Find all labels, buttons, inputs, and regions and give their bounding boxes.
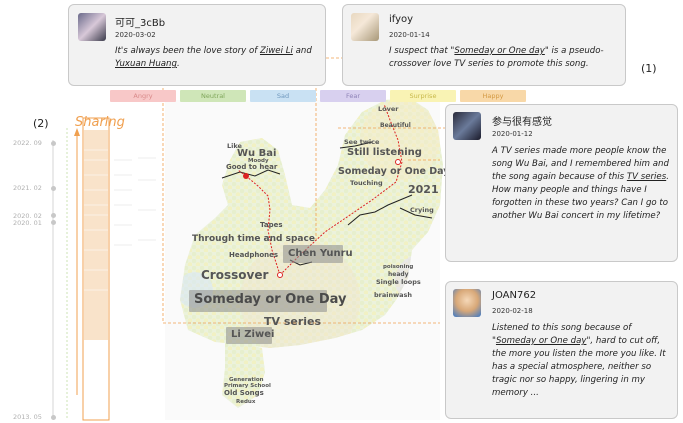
map-word[interactable]: Single loops	[376, 278, 421, 286]
region-boundaries	[221, 141, 433, 266]
map-word[interactable]: Crying	[410, 206, 434, 214]
sharing-column	[82, 117, 110, 421]
word-highlight	[283, 245, 343, 263]
map-word[interactable]: Generation	[229, 377, 264, 383]
map-word[interactable]: Someday or One Day	[338, 166, 450, 177]
map-word[interactable]: Chen Yunru	[288, 248, 353, 259]
map-word[interactable]: Someday or One Day	[194, 292, 347, 307]
legend-item-neutral[interactable]: Neutral	[180, 90, 246, 102]
timeline-label: 2021. 02	[13, 184, 42, 192]
timeline-dot	[51, 220, 56, 225]
map-word[interactable]: brainwash	[374, 291, 412, 299]
comment-card[interactable]: ifyoy 2020-01-14 I suspect that "Someday…	[342, 4, 626, 86]
map-word[interactable]: Headphones	[229, 251, 279, 259]
sharing-bars	[84, 130, 108, 340]
comment-body: I suspect that "Someday or One day" is a…	[389, 46, 604, 69]
comment-date: 2020-02-18	[492, 307, 533, 315]
annotation-marker-2: (2)	[33, 117, 49, 130]
map-word[interactable]: Still listening	[347, 147, 422, 158]
comment-username: ifyoy	[389, 14, 414, 25]
user-avatar	[78, 13, 106, 41]
word-highlight	[189, 290, 327, 312]
map-word[interactable]: Lover	[378, 105, 399, 113]
timeline-dot	[51, 141, 56, 146]
comment-date: 2020-03-02	[115, 31, 156, 39]
sharing-label: Sharing	[75, 115, 125, 130]
timeline-label: 2022. 09	[13, 139, 42, 147]
word-highlight	[226, 327, 272, 344]
legend-item-happy[interactable]: Happy	[460, 90, 526, 102]
timeline-label: 2020. 01	[13, 219, 42, 227]
comment-body: Listened to this song because of "Someda…	[492, 323, 666, 398]
comment-card[interactable]: 参与很有感觉 2020-01-12 A TV series made more …	[445, 104, 678, 262]
legend-item-surprise[interactable]: Surprise	[390, 90, 456, 102]
map-word[interactable]: Beautiful	[380, 122, 411, 129]
map-word[interactable]: Moody	[248, 158, 269, 164]
map-word[interactable]: TV series	[264, 315, 322, 328]
map-word[interactable]: Crossover	[201, 268, 269, 282]
comment-body: A TV series made more people know the so…	[492, 146, 669, 221]
map-word[interactable]: Primary School	[224, 383, 271, 389]
timeline-label: 2013. 05	[13, 413, 42, 421]
sharing-bar-lines	[84, 149, 108, 291]
map-word[interactable]: heady	[388, 271, 409, 278]
user-avatar	[351, 13, 379, 41]
trail-node-dot	[277, 272, 283, 278]
map-word[interactable]: Wu Bai	[237, 148, 277, 159]
comment-date: 2020-01-12	[492, 130, 533, 138]
map-word[interactable]: Through time and space	[192, 234, 315, 244]
comment-username: 可可_3cBb	[115, 18, 166, 29]
comment-body: It's always been the love story of Ziwei…	[115, 46, 312, 69]
map-word[interactable]: 2021	[408, 183, 439, 196]
map-word[interactable]: See twice	[344, 138, 380, 146]
legend-item-fear[interactable]: Fear	[320, 90, 386, 102]
comment-username: JOAN762	[492, 290, 537, 301]
legend-item-sad[interactable]: Sad	[250, 90, 316, 102]
legend-item-angry[interactable]: Angry	[110, 90, 176, 102]
trail-node-dot	[395, 159, 401, 165]
timeline-label: 2020. 02	[13, 212, 42, 220]
comment-card[interactable]: 可可_3cBb 2020-03-02 It's always been the …	[68, 4, 326, 86]
comment-date: 2020-01-14	[389, 31, 430, 39]
user-avatar	[453, 289, 481, 317]
comment-username: 参与很有感觉	[492, 117, 552, 128]
map-word[interactable]: poisoning	[383, 264, 414, 270]
timeline-dot	[51, 186, 56, 191]
map-word[interactable]: Tapes	[260, 221, 283, 229]
comment-card[interactable]: JOAN762 2020-02-18 Listened to this song…	[445, 281, 678, 419]
timeline-dot	[51, 213, 56, 218]
map-word[interactable]: Li Ziwei	[231, 329, 275, 340]
connector-lines	[162, 57, 440, 324]
emotion-legend: Angry Neutral Sad Fear Surprise Happy	[110, 90, 526, 102]
map-word[interactable]: Good to hear	[226, 163, 278, 171]
annotation-marker-1: (1)	[641, 62, 657, 75]
map-word[interactable]: Touching	[350, 179, 383, 187]
map-word[interactable]: Redux	[236, 399, 256, 405]
trail-start-dot	[243, 173, 249, 179]
timeline-arrow-head	[74, 128, 80, 136]
user-avatar	[453, 112, 481, 140]
map-word[interactable]: Old Songs	[224, 389, 264, 397]
map-word[interactable]: Like	[227, 142, 242, 150]
timeline-dot	[51, 415, 56, 420]
faint-columns	[114, 157, 156, 246]
